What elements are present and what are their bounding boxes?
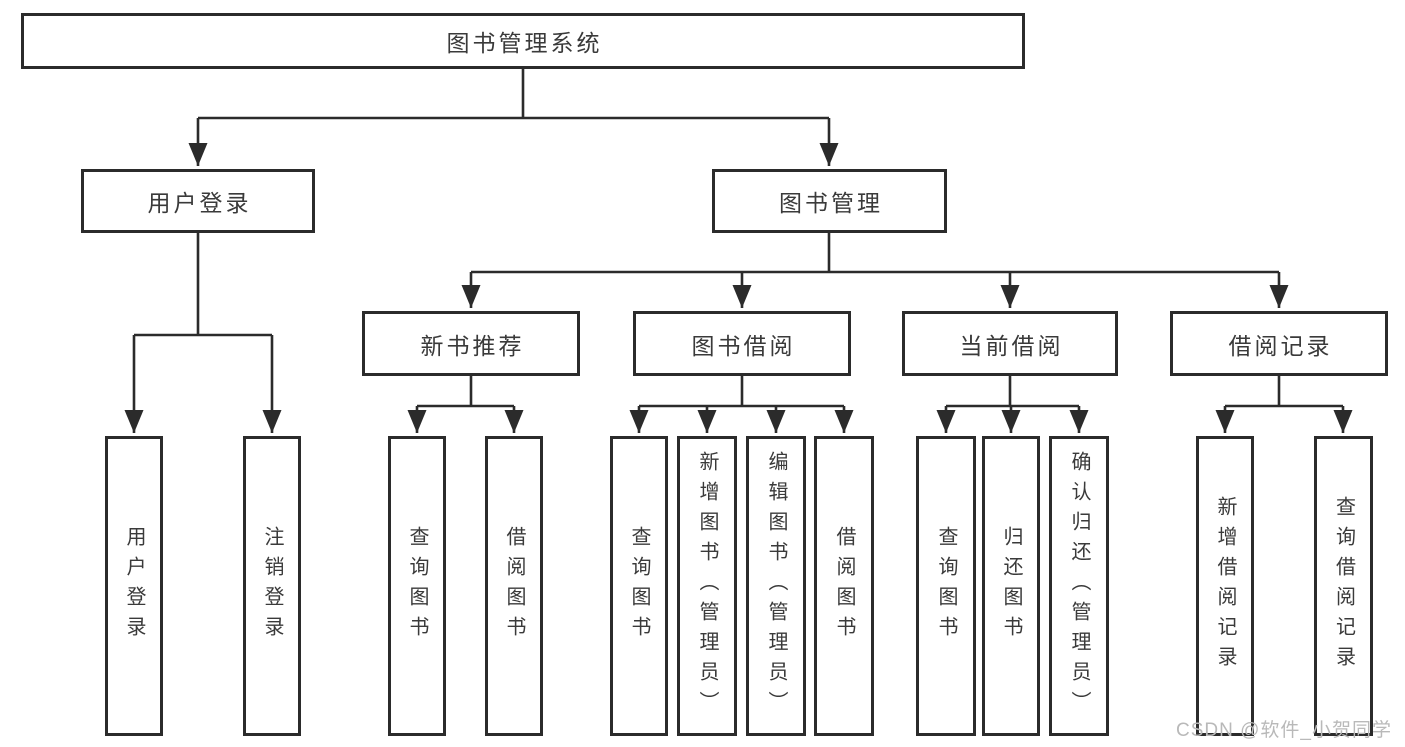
node-leaf-query-borrow-record: 查询借阅记录 xyxy=(1314,436,1373,736)
node-leaf-borrow-books-recommend: 借阅图书 xyxy=(485,436,543,736)
node-current-borrow: 当前借阅 xyxy=(902,311,1118,376)
node-leaf-query-books-current: 查询图书 xyxy=(916,436,976,736)
edge-user-login-to-leaves xyxy=(124,233,282,433)
node-user-login: 用户登录 xyxy=(81,169,315,233)
node-borrow-records: 借阅记录 xyxy=(1170,311,1388,376)
edge-root-to-level2 xyxy=(188,68,839,166)
node-leaf-logout: 注销登录 xyxy=(243,436,301,736)
node-new-book-recommend: 新书推荐 xyxy=(362,311,580,376)
node-leaf-add-books-admin: 新增图书（管理员） xyxy=(677,436,737,736)
node-leaf-query-books-borrow: 查询图书 xyxy=(610,436,668,736)
node-book-borrow: 图书借阅 xyxy=(633,311,851,376)
node-leaf-confirm-return-admin: 确认归还（管理员） xyxy=(1049,436,1109,736)
node-leaf-query-books-recommend: 查询图书 xyxy=(388,436,446,736)
node-leaf-return-books: 归还图书 xyxy=(982,436,1040,736)
edge-book-management-to-level3 xyxy=(461,233,1289,308)
node-leaf-borrow-books: 借阅图书 xyxy=(814,436,874,736)
edge-new-book-recommend-to-leaves xyxy=(407,376,524,433)
edge-current-borrow-to-leaves xyxy=(936,376,1089,433)
node-leaf-edit-books-admin: 编辑图书（管理员） xyxy=(746,436,806,736)
csdn-watermark: CSDN @软件_小贺同学 xyxy=(1176,720,1392,741)
edge-borrow-records-to-leaves xyxy=(1215,376,1353,433)
edge-book-borrow-to-leaves xyxy=(629,376,854,433)
node-book-management: 图书管理 xyxy=(712,169,947,233)
node-leaf-add-borrow-record: 新增借阅记录 xyxy=(1196,436,1254,736)
node-root-system: 图书管理系统 xyxy=(21,13,1025,69)
node-leaf-user-login: 用户登录 xyxy=(105,436,163,736)
